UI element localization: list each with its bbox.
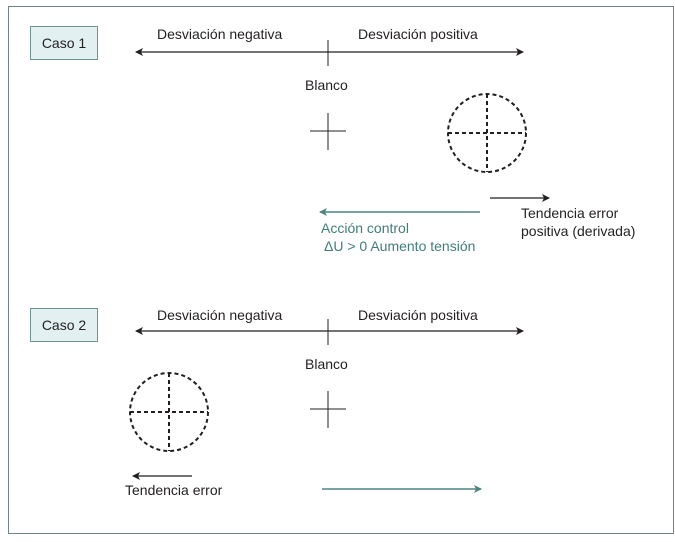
case-2-target-label: Blanco [305,356,348,372]
case-1-negative-deviation-label: Desviación negativa [157,26,283,42]
case-1-label: Caso 1 [41,35,87,51]
case-2-negative-deviation-label: Desviación negativa [157,307,283,323]
case-2-positive-deviation-label: Desviación positiva [358,307,478,323]
case-2-trend-label: Tendencia error [125,482,223,498]
case-2-target-crosshair [310,391,346,428]
case-1-target-crosshair [310,113,346,150]
case-1-trend-label-line1: Tendencia error [521,205,619,221]
case-1-control-action-label: Acción control [321,220,409,236]
figure-frame [8,6,674,534]
case-1-target-label: Blanco [305,77,348,93]
case-1-positive-deviation-label: Desviación positiva [358,26,478,42]
case-2-dashed-circle [129,372,209,452]
case-2-label-box: Caso 2 [30,308,98,342]
case-2-label: Caso 2 [41,317,87,333]
case-1-control-delta-label: ΔU > 0 Aumento tensión [324,238,476,254]
case-1-dashed-circle [447,93,527,173]
case-1-label-box: Caso 1 [30,26,98,60]
case-1-trend-label-line2: positiva (derivada) [521,223,636,239]
